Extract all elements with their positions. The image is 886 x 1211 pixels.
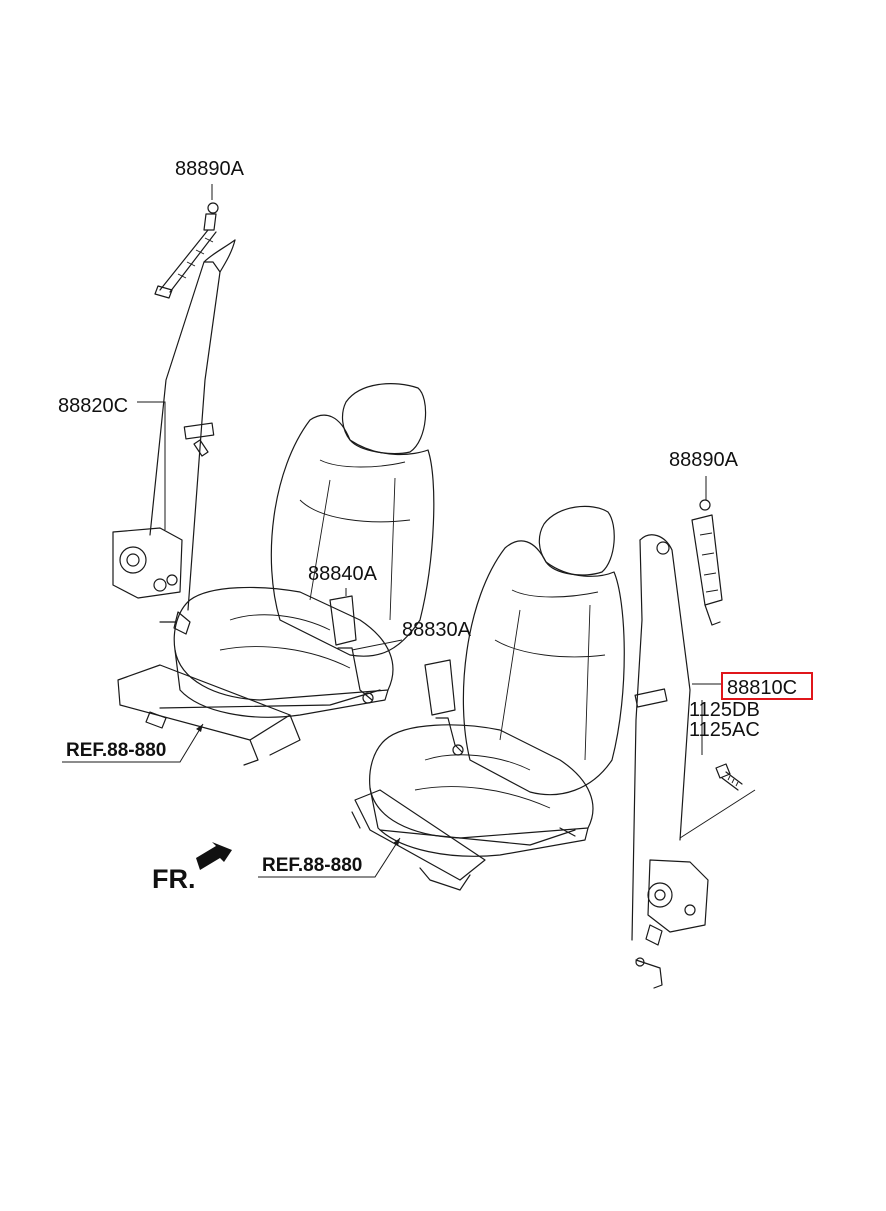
mounting-bolt: [679, 763, 756, 839]
label-bolt-a: 1125DB: [689, 699, 760, 721]
buckle-right: [424, 659, 464, 756]
buckle-left: [329, 595, 374, 704]
seat-right: [351, 505, 625, 891]
seat-left: [117, 383, 435, 766]
label-belt-right: 88810C: [727, 677, 797, 699]
label-ref-right: REF.88-880: [262, 855, 362, 876]
label-buckle-left: 88840A: [308, 563, 378, 585]
label-anchor-right: 88890A: [669, 449, 739, 471]
label-belt-left: 88820C: [58, 395, 128, 417]
label-bolt-b: 1125AC: [689, 719, 760, 741]
upper-anchor-right: [691, 499, 723, 626]
seat-belt-left: [112, 239, 236, 635]
highlight-box: [721, 672, 813, 700]
front-arrow-icon: [196, 842, 232, 870]
upper-anchor-left: [154, 202, 219, 299]
label-front: FR.: [152, 864, 196, 894]
part-labels: 88890A 88820C 88840A 88830A 88890A 88810…: [58, 158, 813, 894]
leader-lines: [62, 184, 722, 878]
label-ref-left: REF.88-880: [66, 740, 166, 761]
label-anchor-top-left: 88890A: [175, 158, 245, 180]
label-buckle-right: 88830A: [402, 619, 472, 641]
seat-belt-right: [631, 534, 709, 989]
